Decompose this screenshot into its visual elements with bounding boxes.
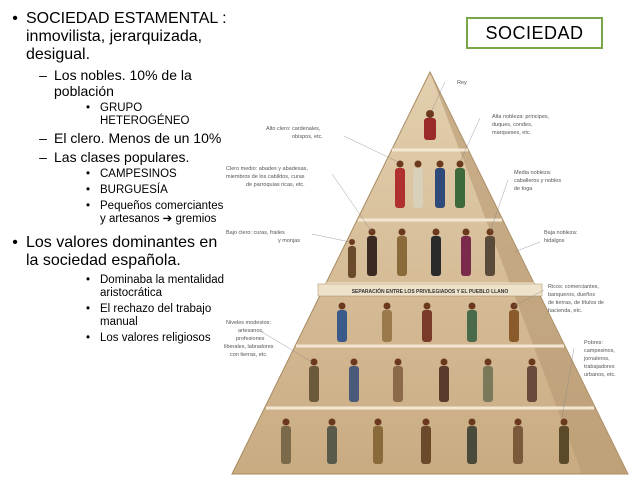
label-baja-nobleza-2: hidalgos xyxy=(544,238,565,244)
label-niveles-1: Niveles modestos: xyxy=(226,320,271,326)
king-figure xyxy=(424,110,436,140)
label-media-nobleza-1: Media nobleza: xyxy=(514,170,552,176)
label-alto-clero-1: Alto clero: cardenales, xyxy=(266,126,321,132)
label-niveles-4: liberales, labradores xyxy=(224,344,274,350)
bullet-mentalidad: • Dominaba la mentalidad aristocrática xyxy=(86,274,225,299)
bullet-list: • SOCIEDAD ESTAMENTAL : inmovilista, jer… xyxy=(4,10,228,348)
bullet-rechazo: • El rechazo del trabajo manual xyxy=(86,303,212,328)
leader-lines xyxy=(261,81,575,419)
label-pobres-4: trabajadores xyxy=(584,364,615,370)
wealthy-tier-figures xyxy=(337,302,519,342)
label-alto-clero-2: obispos, etc. xyxy=(292,134,323,140)
label-pobres-1: Pobres: xyxy=(584,340,603,346)
label-ricos-2: banqueros, dueños xyxy=(548,292,595,298)
modest-tier-figures xyxy=(309,358,537,402)
label-baja-nobleza-1: Baja nobleza: xyxy=(544,230,578,236)
pyramid-side-shade xyxy=(430,72,628,474)
label-niveles-3: profesiones xyxy=(236,336,265,342)
slide-title: SOCIEDAD xyxy=(466,17,603,49)
label-alta-nobleza-1: Alta nobleza: príncipes, xyxy=(492,114,550,120)
label-alta-nobleza-3: marqueses, etc. xyxy=(492,130,532,136)
bullet-valores: • Los valores dominantes en la sociedad … xyxy=(12,234,218,269)
label-niveles-2: artesanos, xyxy=(238,328,264,334)
high-tier-figures xyxy=(395,160,465,208)
label-bajo-clero-1: Bajo clero: curas, frailes xyxy=(226,230,285,236)
bullet-pequenos-comerciantes: • Pequeños comerciantes y artesanos ➔ gr… xyxy=(86,200,224,225)
bullet-burguesia: • BURGUESÍA xyxy=(86,184,168,196)
label-clero-medio-1: Clero medio: abades y abadesas, xyxy=(226,166,308,172)
label-clero-medio-2: miembros de los cabildos, curas xyxy=(226,174,305,180)
bullet-nobles: – Los nobles. 10% de la población xyxy=(39,67,192,99)
bullet-valores-religiosos: • Los valores religiosos xyxy=(86,332,211,344)
bullet-clero: – El clero. Menos de un 10% xyxy=(39,130,222,146)
label-rey: Rey xyxy=(457,80,467,86)
label-bajo-clero-2: y monjas xyxy=(278,238,300,244)
label-pobres-2: campesinos, xyxy=(584,348,615,354)
label-media-nobleza-2: caballeros y nobles xyxy=(514,178,561,184)
bullet-clases-populares: – Las clases populares. xyxy=(39,148,190,165)
label-ricos-1: Ricos: comerciantes, xyxy=(548,284,600,290)
arrow-right-icon: ➔ xyxy=(162,213,173,225)
label-ricos-3: de tierras, de títulos de xyxy=(548,300,604,306)
bullet-sociedad-estamental: • SOCIEDAD ESTAMENTAL : inmovilista, jer… xyxy=(12,10,227,63)
label-media-nobleza-3: de toga xyxy=(514,186,533,192)
middle-tier-figures xyxy=(367,228,495,276)
social-pyramid-illustration: SEPARACIÓN ENTRE LOS PRIVILEGIADOS Y EL … xyxy=(224,70,629,475)
label-ricos-4: hacienda, etc. xyxy=(548,308,583,314)
separation-label: SEPARACIÓN ENTRE LOS PRIVILEGIADOS Y EL … xyxy=(352,287,509,295)
label-niveles-5: con tierras, etc. xyxy=(230,352,268,358)
separation-band xyxy=(317,283,543,297)
poor-tier-figures xyxy=(281,418,569,464)
label-pobres-5: urbanos, etc. xyxy=(584,372,616,378)
bullet-grupo-heterogeneo: • GRUPO HETEROGÉNEO xyxy=(86,102,190,127)
label-clero-medio-3: de parroquias ricas, etc. xyxy=(246,182,305,188)
label-pobres-3: jornaleros, xyxy=(583,356,610,362)
bullet-campesinos: • CAMPESINOS xyxy=(86,168,177,180)
low-clergy-figures xyxy=(348,239,356,278)
label-alta-nobleza-2: duques, condes, xyxy=(492,122,533,128)
